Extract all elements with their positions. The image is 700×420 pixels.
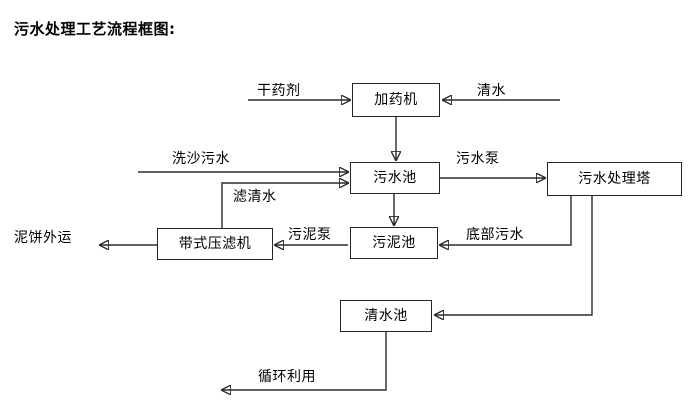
label-bottom-wastewater: 底部污水 (466, 227, 524, 243)
node-label: 清水池 (364, 308, 408, 324)
node-label: 带式压滤机 (178, 236, 252, 252)
node-label: 污水处理塔 (578, 171, 651, 187)
node-label: 污泥池 (372, 235, 416, 251)
node-treatment-tower[interactable]: 污水处理塔 (547, 162, 682, 196)
label-sand-wash-wastewater: 洗沙污水 (172, 151, 230, 167)
node-belt-filter-press[interactable]: 带式压滤机 (157, 228, 273, 260)
node-label: 加药机 (374, 92, 418, 108)
label-sludge-pump: 污泥泵 (288, 227, 332, 243)
page-title: 污水处理工艺流程框图: (14, 20, 176, 38)
label-clean-water-input: 清水 (477, 83, 506, 99)
node-sludge-pool[interactable]: 污泥池 (350, 227, 438, 259)
label-mud-cake-output: 泥饼外运 (14, 230, 72, 246)
label-recycle-reuse: 循环利用 (258, 369, 316, 385)
label-wastewater-pump: 污水泵 (456, 151, 500, 167)
label-filtered-clear-water: 滤清水 (233, 189, 277, 205)
node-label: 污水池 (373, 170, 417, 186)
label-dry-chemical: 干药剂 (257, 83, 301, 99)
node-dosing-machine[interactable]: 加药机 (352, 83, 440, 117)
node-clean-water-pool[interactable]: 清水池 (340, 300, 432, 332)
node-wastewater-pool[interactable]: 污水池 (350, 162, 440, 194)
